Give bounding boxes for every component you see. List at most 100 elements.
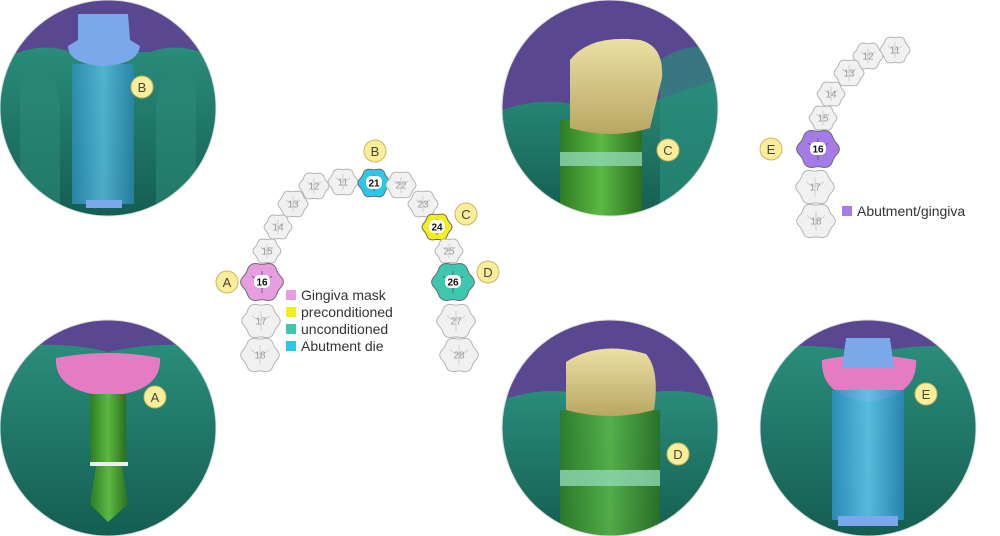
callout-letters: B A C D E B C A	[130, 75, 938, 466]
tooth-number: 17	[255, 317, 267, 328]
legend-item-unconditioned: unconditioned	[286, 321, 388, 337]
tooth-groove	[449, 345, 469, 365]
tooth-number: 24	[431, 223, 443, 234]
tooth-number: 21	[368, 179, 380, 190]
tooth-17[interactable]: 17	[241, 303, 281, 339]
svg-text:preconditioned: preconditioned	[301, 304, 393, 320]
tooth-chart-right: 11 12 13 14 15 16 17 18	[795, 36, 911, 239]
tooth-number: 15	[261, 247, 273, 258]
inset-a-render	[0, 319, 217, 536]
tooth-number-badge	[429, 220, 445, 233]
svg-text:B: B	[138, 80, 147, 95]
tooth-13[interactable]: 13	[833, 59, 865, 87]
tooth-groove	[442, 243, 456, 259]
tooth-13[interactable]: 13	[277, 190, 309, 218]
svg-text:Abutment die: Abutment die	[301, 338, 384, 354]
legend-item-gingiva-mask: Gingiva mask	[286, 287, 387, 303]
tooth-groove	[805, 177, 825, 197]
tooth-groove	[271, 219, 285, 235]
tooth-22[interactable]: 22	[385, 171, 417, 199]
tooth-number: 17	[809, 183, 821, 194]
inset-letter-b: B	[130, 75, 154, 99]
inset-b-render	[0, 0, 217, 217]
legend-item-preconditioned: preconditioned	[286, 304, 393, 320]
svg-text:C: C	[663, 143, 672, 158]
legend-main: Gingiva mask preconditioned unconditione…	[286, 287, 393, 354]
legend-swatch	[286, 290, 296, 300]
tooth-number: 18	[810, 217, 822, 228]
tooth-number: 12	[308, 182, 320, 193]
tooth-groove	[285, 196, 301, 212]
legend-right: Abutment/gingiva	[842, 203, 965, 219]
tooth-groove	[446, 311, 466, 331]
tooth-14[interactable]: 14	[263, 214, 293, 240]
tooth-groove	[251, 311, 271, 331]
tooth-number: 14	[272, 223, 284, 234]
tooth-17[interactable]: 17	[795, 169, 835, 205]
svg-text:A: A	[151, 390, 160, 405]
tooth-groove	[824, 86, 838, 102]
tooth-number-badge	[254, 275, 270, 288]
tooth-27[interactable]: 27	[436, 303, 476, 339]
svg-text:A: A	[223, 275, 232, 290]
tooth-23[interactable]: 23	[407, 190, 439, 218]
tooth-18[interactable]: 18	[796, 203, 836, 239]
tooth-groove	[415, 196, 431, 212]
tooth-groove	[816, 110, 830, 126]
tooth-groove	[860, 48, 876, 64]
tooth-16[interactable]: 16	[796, 129, 840, 169]
tooth-groove	[841, 65, 857, 81]
legend-item-abutment-gingiva: Abutment/gingiva	[842, 203, 965, 219]
tooth-28[interactable]: 28	[439, 337, 479, 373]
tooth-number: 14	[825, 90, 837, 101]
tooth-groove	[806, 211, 826, 231]
tooth-18[interactable]: 18	[240, 337, 280, 373]
tooth-number: 28	[453, 351, 465, 362]
tooth-number: 13	[843, 69, 855, 80]
tooth-groove	[335, 174, 351, 190]
tooth-11[interactable]: 11	[879, 36, 911, 64]
tooth-number: 26	[447, 278, 459, 289]
svg-text:Gingiva mask: Gingiva mask	[301, 287, 387, 303]
tooth-26[interactable]: 26	[431, 262, 475, 302]
tooth-number: 13	[287, 200, 299, 211]
tooth-25[interactable]: 25	[434, 238, 464, 264]
tooth-15[interactable]: 15	[252, 238, 282, 264]
tooth-number: 27	[450, 317, 462, 328]
tooth-number: 11	[338, 178, 349, 189]
svg-text:unconditioned: unconditioned	[301, 321, 388, 337]
inset-e-render	[759, 319, 977, 536]
tooth-11[interactable]: 11	[327, 168, 359, 196]
tooth-number: 12	[862, 52, 874, 63]
tooth-number: 16	[812, 145, 824, 156]
inset-letter-e: E	[914, 382, 938, 406]
tooth-15[interactable]: 15	[808, 105, 838, 131]
tooth-number: 18	[254, 351, 266, 362]
tooth-number: 22	[395, 181, 407, 192]
svg-text:B: B	[371, 144, 380, 159]
chart-letter-b: B	[363, 139, 387, 163]
tooth-21[interactable]: 21	[357, 168, 391, 198]
tooth-24[interactable]: 24	[421, 213, 453, 241]
svg-text:E: E	[767, 142, 776, 157]
tooth-number-badge	[810, 142, 826, 155]
inset-d-render	[501, 319, 719, 536]
svg-text:D: D	[673, 447, 682, 462]
legend-swatch	[286, 324, 296, 334]
svg-text:C: C	[461, 207, 470, 222]
tooth-number-badge	[445, 275, 461, 288]
tooth-groove	[260, 243, 274, 259]
chart-letter-d: D	[476, 260, 500, 284]
tooth-12[interactable]: 12	[852, 42, 884, 70]
inset-letter-d: D	[666, 442, 690, 466]
inset-c-render	[501, 0, 719, 217]
chart-letter-c: C	[454, 202, 478, 226]
tooth-12[interactable]: 12	[298, 172, 330, 200]
tooth-14[interactable]: 14	[816, 81, 846, 107]
legend-swatch	[286, 341, 296, 351]
inset-letter-c: C	[656, 138, 680, 162]
tooth-number: 25	[443, 247, 455, 258]
tooth-16[interactable]: 16	[240, 262, 284, 302]
